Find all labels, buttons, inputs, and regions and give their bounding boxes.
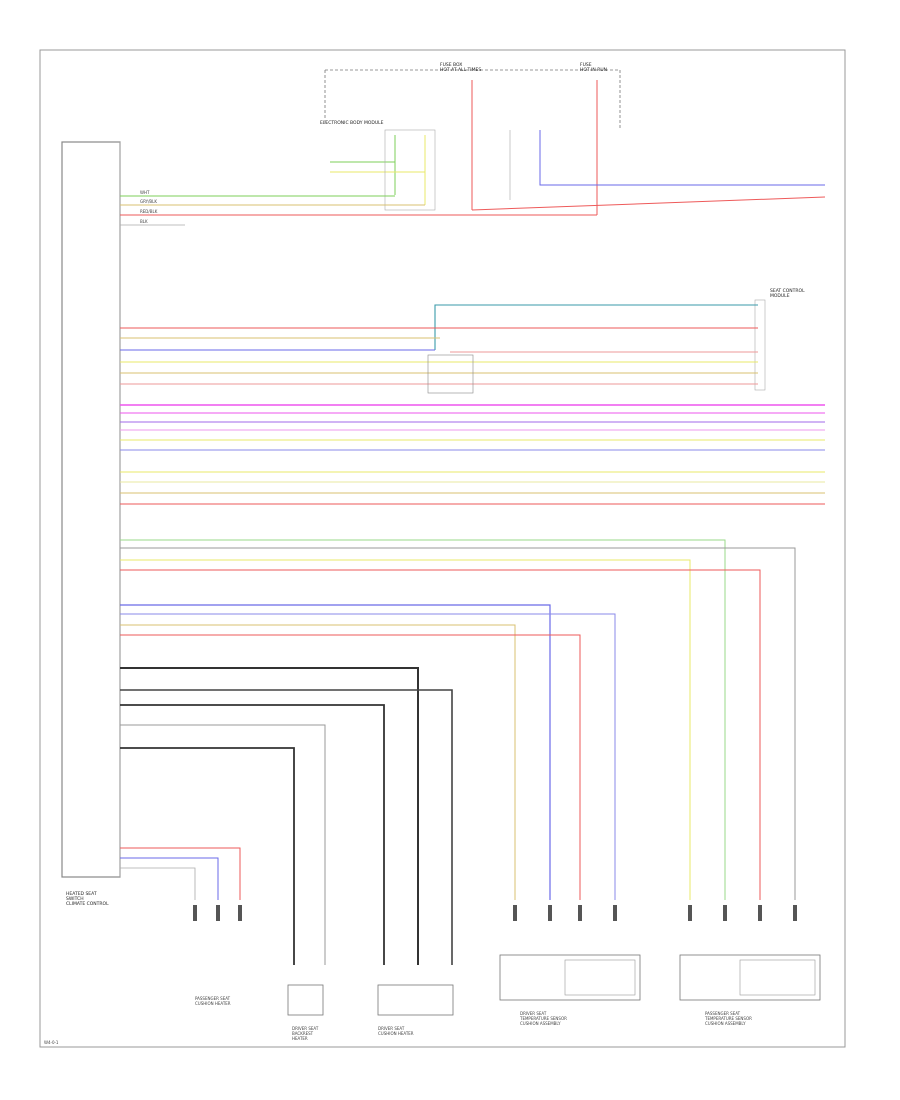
wire-blue-g5b — [120, 613, 616, 900]
wire-red-g4 — [120, 569, 761, 900]
footer-code: W4-0-1 — [44, 1040, 59, 1045]
left-label-4: BLK — [140, 219, 148, 224]
left-label-1: WHT — [140, 190, 150, 195]
right-connector — [754, 299, 766, 391]
wire-red-lb — [120, 847, 241, 900]
wire-yellow-g5 — [120, 624, 516, 900]
component-box-4-inner — [739, 959, 816, 996]
splice-box — [427, 354, 474, 394]
wire-blue-g5a — [120, 604, 551, 900]
fuse-box-outline — [324, 69, 621, 130]
component-box-1 — [287, 984, 324, 1016]
wire-gray-lb — [120, 867, 196, 900]
wire-red-g5 — [120, 634, 581, 900]
wire-yellow-g4 — [120, 559, 691, 900]
wire-red-top-a — [471, 196, 826, 211]
left-label-3: RED/BLK — [140, 209, 158, 214]
pin-connectors — [193, 905, 797, 921]
wire-gray-g4 — [120, 547, 796, 900]
wire-black-h2 — [120, 689, 453, 965]
component-box-3-inner — [564, 959, 636, 996]
junction-label: ELECTRONIC BODY MODULE — [320, 120, 384, 126]
component-box-4 — [679, 954, 821, 1001]
wire-green-g4 — [120, 539, 726, 900]
left-label-2: GRY/BLK — [140, 199, 157, 204]
component-box-3 — [499, 954, 641, 1001]
diagram-frame — [39, 49, 846, 1048]
body-module-connector — [61, 141, 121, 878]
wire-black-h3 — [120, 704, 385, 965]
wire-black-h1 — [120, 667, 419, 965]
wire-gray-h4 — [120, 724, 326, 965]
switch-connector — [384, 129, 436, 211]
component-box-2 — [377, 984, 454, 1016]
wire-teal-1 — [434, 304, 758, 350]
wire-black-h5 — [120, 747, 295, 965]
wire-blue-lb — [120, 857, 219, 900]
wire-blue-top — [539, 130, 825, 186]
